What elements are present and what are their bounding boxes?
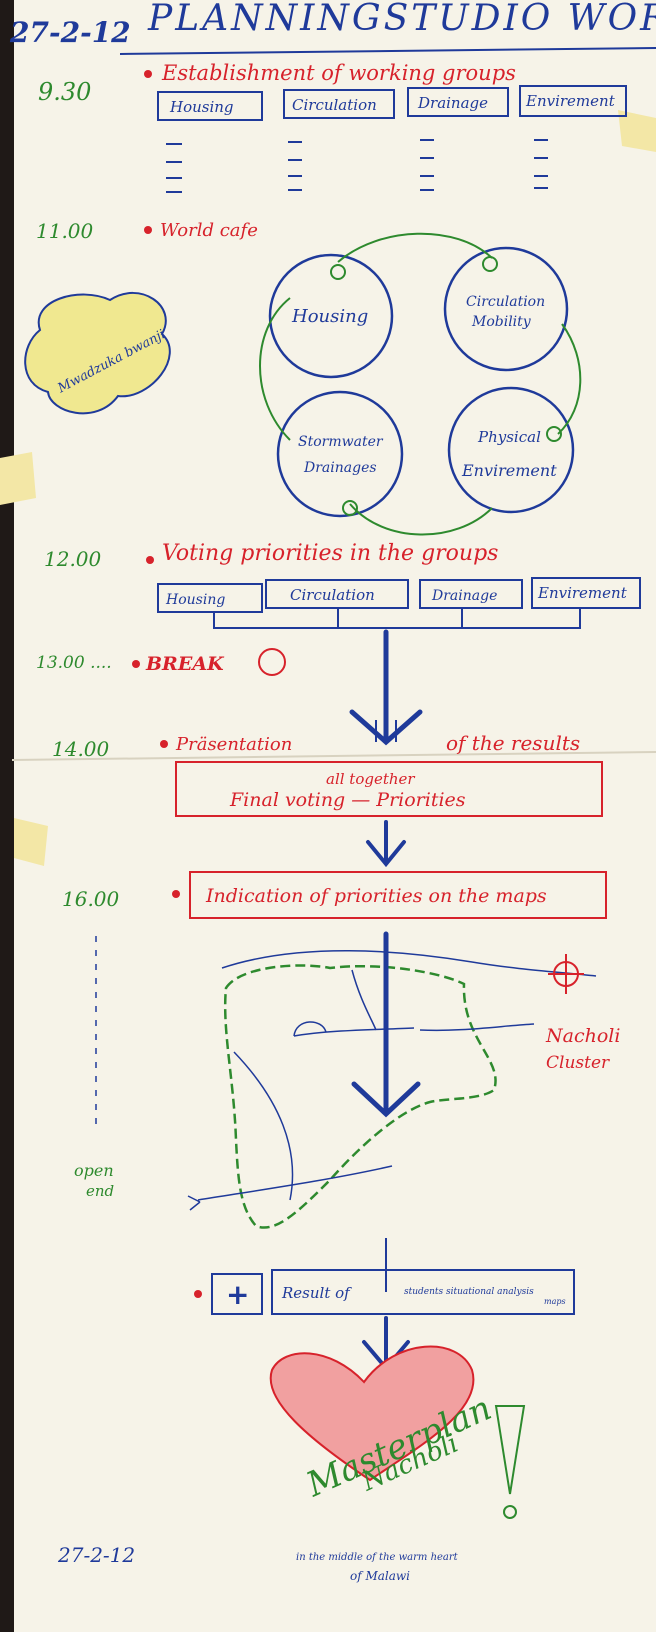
final-voting-top: all together bbox=[326, 770, 415, 788]
final-voting-box bbox=[175, 761, 603, 817]
group-label-drainage-1: Drainage bbox=[417, 94, 488, 112]
map-river-top bbox=[221, 950, 597, 977]
tape-left-low bbox=[14, 818, 48, 866]
students-label: students situational analysis bbox=[404, 1287, 534, 1297]
maps-label: maps bbox=[544, 1297, 566, 1306]
map-road-loop bbox=[293, 1021, 327, 1037]
voting-bracket bbox=[213, 608, 581, 629]
group-box-circulation-1 bbox=[283, 89, 395, 119]
map-line-1 bbox=[233, 1051, 294, 1201]
cafe-label-drainages: Drainages bbox=[303, 460, 377, 476]
exclamation-dot bbox=[503, 1505, 517, 1519]
cafe-badge-cloud bbox=[24, 292, 171, 415]
header-underline bbox=[119, 47, 656, 55]
result-box bbox=[271, 1269, 575, 1315]
bullet-1300 bbox=[132, 660, 140, 668]
cafe-label-physical: Physical bbox=[477, 428, 541, 446]
cafe-rotation-arrows bbox=[259, 232, 582, 536]
footer-caption-2: of Malawi bbox=[350, 1569, 410, 1583]
time-1600: 16.00 bbox=[62, 887, 120, 911]
footer-date: 27-2-12 bbox=[57, 1543, 135, 1567]
cafe-label-circulation: Circulation bbox=[466, 294, 545, 310]
cafe-label-housing: Housing bbox=[291, 306, 368, 327]
title-930: Establishment of working groups bbox=[161, 61, 516, 85]
time-1400: 14.00 bbox=[52, 737, 110, 761]
map-label-cluster: Cluster bbox=[546, 1053, 610, 1073]
footer-caption-1: in the middle of the warm heart bbox=[296, 1552, 459, 1563]
group-box-housing-1 bbox=[157, 91, 263, 121]
title-1200: Voting priorities in the groups bbox=[162, 541, 498, 566]
plus-box bbox=[211, 1273, 263, 1315]
cafe-label-stormwater: Stormwater bbox=[298, 434, 384, 450]
title-1400: Präsentation bbox=[175, 734, 292, 755]
cafe-label-mobility: Mobility bbox=[471, 314, 532, 330]
cafe-circle-housing bbox=[268, 253, 394, 379]
arrow-through-map bbox=[351, 931, 421, 1118]
group-label-envirement-2: Envirement bbox=[537, 584, 628, 602]
bullet-1600 bbox=[172, 890, 180, 898]
cafe-label-envirement: Envirement bbox=[461, 461, 557, 480]
north-arrow-icon bbox=[548, 954, 584, 994]
group-label-housing-1: Housing bbox=[169, 98, 234, 116]
map-arrow-left bbox=[187, 1195, 201, 1211]
cafe-circle-physical bbox=[447, 386, 575, 514]
bullet-result bbox=[194, 1290, 202, 1298]
group-box-drainage-1 bbox=[407, 87, 509, 117]
group-box-envirement-1 bbox=[519, 85, 627, 117]
group-label-envirement-1: Envirement bbox=[525, 92, 616, 110]
title-1600: Indication of priorities on the maps bbox=[205, 885, 547, 907]
paper-fold bbox=[11, 751, 656, 761]
cafe-badge: Mwadzuka bwanji bbox=[24, 292, 171, 415]
time-1100: 11.00 bbox=[36, 219, 94, 243]
group-box-envirement-2 bbox=[531, 577, 641, 609]
header-title: PLANNINGSTUDIO WORKSHOP bbox=[147, 0, 656, 39]
final-voting-main: Final voting — Priorities bbox=[229, 789, 466, 811]
arrow-to-maps bbox=[366, 820, 406, 868]
map-label-open: open bbox=[74, 1161, 114, 1180]
group-label-circulation-1: Circulation bbox=[292, 96, 377, 114]
time-1200: 12.00 bbox=[44, 547, 102, 571]
tape-left-mid bbox=[0, 452, 36, 505]
time-1300: 13.00 .... bbox=[36, 653, 112, 673]
bullet-930 bbox=[144, 70, 152, 78]
groups-1200: Housing Circulation Drainage Envirement bbox=[157, 577, 641, 629]
exclamation-mark bbox=[494, 1405, 526, 1495]
group-box-housing-2 bbox=[157, 583, 263, 613]
map-line-2 bbox=[351, 969, 377, 1031]
plus-sign: + bbox=[226, 1278, 249, 1311]
map-arrow-right bbox=[419, 1023, 535, 1032]
title-break: BREAK bbox=[145, 653, 225, 675]
map-road bbox=[293, 1027, 415, 1037]
group-box-drainage-2 bbox=[419, 579, 523, 609]
time-930: 9.30 bbox=[38, 78, 91, 106]
bullet-1200 bbox=[146, 556, 154, 564]
maps-box bbox=[189, 871, 607, 919]
title-1100: World cafe bbox=[160, 220, 258, 241]
bullet-1400 bbox=[160, 740, 168, 748]
group-label-drainage-2: Drainage bbox=[431, 588, 497, 604]
arrow-to-presentation bbox=[349, 629, 423, 746]
title-1400-b: of the results bbox=[446, 731, 580, 755]
map-line-3 bbox=[197, 1165, 393, 1201]
tape-right-top bbox=[618, 110, 656, 152]
groups-930: Housing Circulation Drainage Envirement bbox=[157, 85, 627, 121]
cafe-small-circles bbox=[330, 256, 562, 516]
arrow-double-mark bbox=[375, 720, 397, 742]
cafe-circle-stormwater bbox=[276, 390, 404, 518]
coffee-icon bbox=[258, 648, 286, 676]
paper-shadow-left bbox=[0, 0, 14, 1632]
group-label-housing-2: Housing bbox=[165, 592, 225, 608]
map-label-nacholi: Nacholi bbox=[545, 1025, 620, 1047]
heart-shape bbox=[269, 1345, 475, 1482]
result-label: Result of bbox=[281, 1284, 352, 1302]
cafe-circle-circulation bbox=[443, 246, 569, 372]
group-label-circulation-2: Circulation bbox=[290, 586, 375, 604]
header-date: 27-2-12 bbox=[9, 16, 131, 49]
map-label-end: end bbox=[86, 1182, 114, 1200]
map-boundary bbox=[223, 964, 497, 1229]
group-dashes bbox=[166, 139, 548, 193]
bullet-1100 bbox=[144, 226, 152, 234]
